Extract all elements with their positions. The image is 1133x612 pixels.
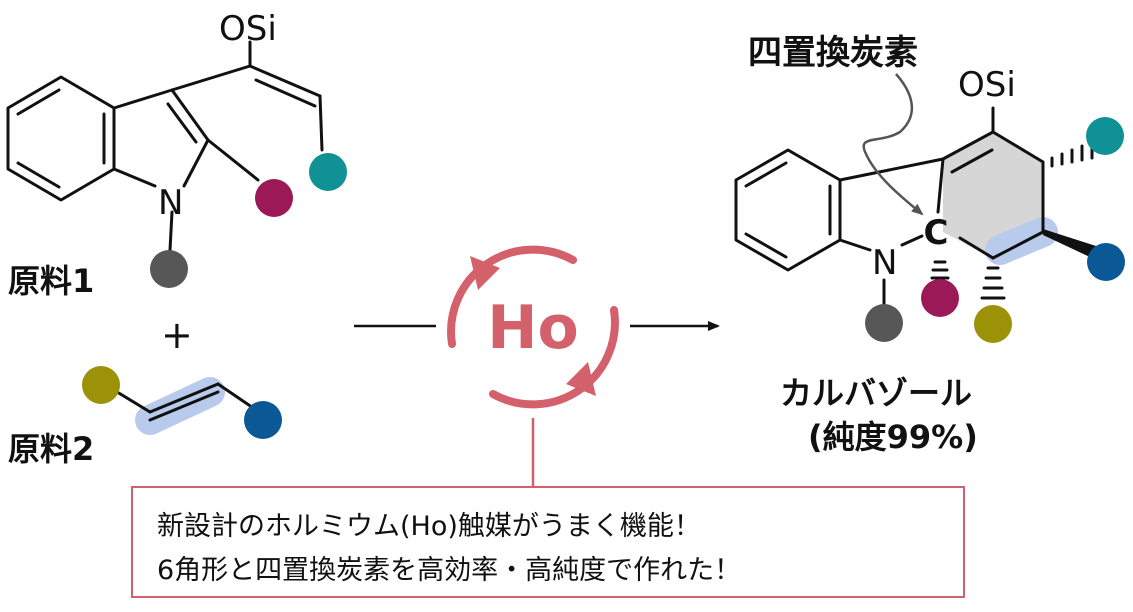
plus-sign: + — [161, 313, 193, 357]
reactant1-structure — [6, 40, 324, 252]
reactant1-benzene-ring — [6, 75, 116, 202]
catalyst-cycle-arrowhead-upper — [470, 256, 500, 290]
product-teal-substituent — [1086, 117, 1124, 155]
reactant1-name: 原料1 — [8, 262, 94, 300]
reactant1-magenta-substituent — [255, 179, 293, 217]
product-n-label: N — [872, 243, 897, 283]
reactant1-teal-substituent — [309, 153, 347, 191]
product-osi-label: OSi — [958, 65, 1016, 105]
quaternary-carbon-callout: 四置換炭素 — [748, 33, 918, 73]
product-olive-substituent — [974, 305, 1012, 343]
reactant1-gray-substituent — [150, 250, 188, 288]
reactant2-olive-substituent — [82, 366, 120, 404]
quaternary-carbon-callout-arrow — [862, 73, 924, 216]
catalyst-cycle: Ho — [447, 245, 619, 409]
reactant1-n-label: N — [158, 183, 183, 223]
catalyst-cycle-lower-arc — [489, 306, 619, 409]
message-line-1: 新設計のホルミウム(Ho)触媒がうまく機能！ — [157, 511, 701, 542]
product-wedge-bond — [1043, 229, 1096, 258]
reactant1-osi-label: OSi — [219, 9, 277, 49]
reactant2-name: 原料2 — [8, 430, 94, 468]
product-blue-substituent — [1087, 243, 1125, 281]
reactant2-blue-substituent — [244, 401, 282, 439]
product-gray-substituent — [865, 304, 903, 342]
product-structure — [734, 106, 1045, 308]
product-purity: (純度99%) — [808, 418, 978, 456]
product-magenta-substituent — [921, 279, 959, 317]
message-box: 新設計のホルミウム(Ho)触媒がうまく機能！ 6角形と四置換炭素を高効率・高純度… — [131, 486, 965, 598]
catalyst-cycle-arrowhead-lower — [566, 362, 596, 396]
message-line-2: 6角形と四置換炭素を高効率・高純度で作れた！ — [157, 555, 742, 586]
product-name: カルバゾール — [780, 374, 972, 412]
catalyst-label: Ho — [487, 293, 578, 363]
product-quaternary-carbon-label: C — [924, 213, 949, 253]
